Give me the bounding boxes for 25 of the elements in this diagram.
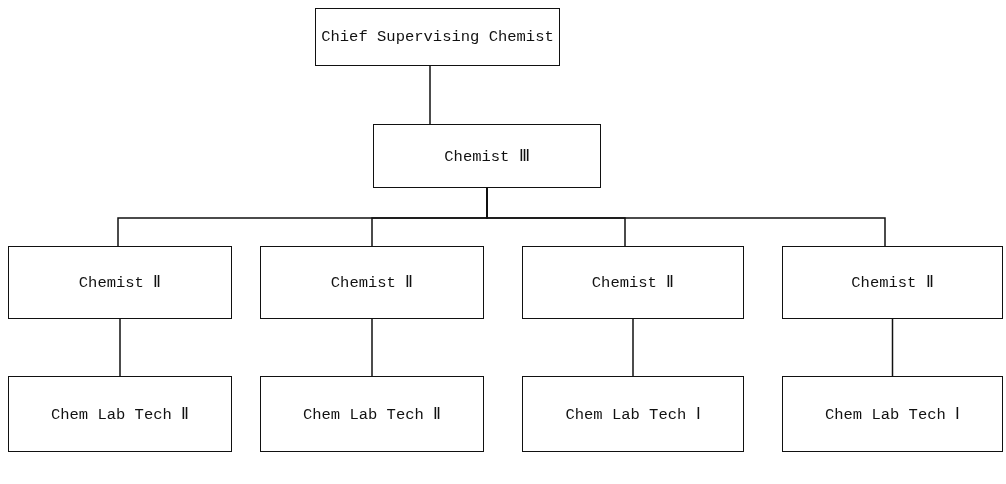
position-title: Chemist Ⅱ xyxy=(591,273,675,292)
org-box xyxy=(373,124,601,188)
org-box xyxy=(522,246,744,319)
org-box xyxy=(260,376,484,452)
connector-line xyxy=(891,318,894,377)
position-title: Chemist Ⅲ xyxy=(444,146,530,166)
position-title: Chem Lab Tech Ⅰ xyxy=(824,404,961,424)
connector-line xyxy=(119,318,121,377)
position-title: Chemist Ⅱ xyxy=(330,273,414,292)
org-box xyxy=(782,376,1003,452)
org-box xyxy=(8,246,232,319)
position-title: Chem Lab Tech Ⅱ xyxy=(302,404,442,424)
position-title: Chemist Ⅱ xyxy=(78,273,162,292)
connector-line xyxy=(429,65,431,125)
position-title: Chief Supervising Chemist xyxy=(321,28,554,46)
org-box xyxy=(8,376,232,452)
position-title: Chem Lab Tech Ⅰ xyxy=(565,404,701,424)
position-title: Chem Lab Tech Ⅱ xyxy=(50,404,190,424)
connector-line xyxy=(632,318,634,377)
org-box xyxy=(315,8,560,66)
org-box xyxy=(522,376,744,452)
org-box xyxy=(260,246,484,319)
position-title: Chemist Ⅱ xyxy=(851,273,934,292)
org-box xyxy=(782,246,1003,319)
connector-line xyxy=(371,318,373,377)
